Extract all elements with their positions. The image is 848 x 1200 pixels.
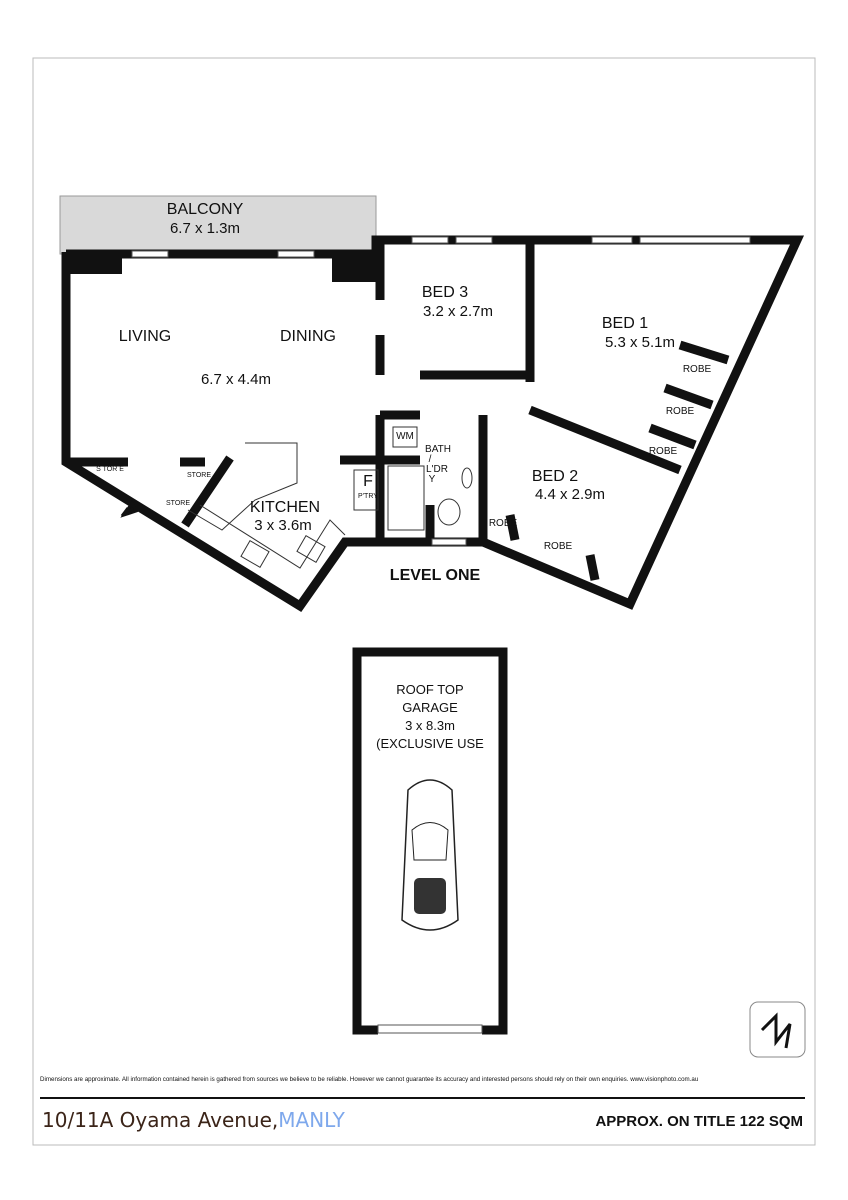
garage-label: ROOF TOP <box>396 682 463 697</box>
store-label: STORE <box>166 500 190 507</box>
page-frame <box>32 57 816 1146</box>
entry-arrow-icon <box>120 500 139 518</box>
robe-label: ROBE <box>666 406 695 417</box>
address: 10/11A Oyama Avenue,MANLY <box>42 1108 345 1132</box>
store-label: STORE <box>187 472 211 479</box>
footer-divider <box>40 1097 805 1099</box>
store-label: S TOR E <box>96 466 124 473</box>
garage-dims: 3 x 8.3m <box>405 718 455 733</box>
robe-label: ROBE <box>649 446 678 457</box>
suburb: MANLY <box>278 1108 345 1132</box>
balcony: BALCONY 6.7 x 1.3m <box>59 195 377 255</box>
bed3-dims: 3.2 x 2.7m <box>423 303 493 320</box>
bath-label: L'DR <box>426 464 448 475</box>
robe-label: ROBE <box>683 364 712 375</box>
pantry-label: P'TRY <box>358 493 378 500</box>
walls <box>61 235 805 613</box>
dining-label: DINING <box>280 328 336 345</box>
kitchen-label: KITCHEN <box>250 499 320 516</box>
street-address: 10/11A Oyama Avenue, <box>42 1108 279 1132</box>
kitchen-dims: 3 x 3.6m <box>254 517 312 534</box>
washing-machine-label: WM <box>396 431 414 442</box>
bath-label: Y <box>429 474 436 485</box>
level-label: LEVEL ONE <box>390 567 481 584</box>
kitchen-fixtures <box>187 426 473 569</box>
robe-label: ROBE <box>489 518 518 529</box>
disclaimer: Dimensions are approximate. All informat… <box>40 1076 699 1083</box>
bed3-label: BED 3 <box>422 284 468 301</box>
living-dims: 6.7 x 4.4m <box>201 371 271 388</box>
balcony-dims: 6.7 x 1.3m <box>170 220 240 237</box>
garage: ROOF TOP GARAGE 3 x 8.3m (EXCLUSIVE USE <box>352 647 508 1035</box>
car-icon <box>401 779 459 931</box>
area-label: APPROX. ON TITLE 122 SQM <box>595 1113 803 1130</box>
garage-label: (EXCLUSIVE USE <box>376 736 484 751</box>
bath-label: BATH <box>425 444 451 455</box>
garage-label: GARAGE <box>402 700 458 715</box>
bed1-dims: 5.3 x 5.1m <box>605 334 675 351</box>
balcony-label: BALCONY <box>167 201 244 218</box>
bath-label: / <box>429 454 432 465</box>
fridge-label: F <box>363 473 373 490</box>
windows <box>131 236 751 546</box>
bed1-label: BED 1 <box>602 315 648 332</box>
bed2-label: BED 2 <box>532 468 578 485</box>
north-arrow-icon <box>749 1001 806 1058</box>
living-label: LIVING <box>119 328 171 345</box>
robe-label: ROBE <box>544 541 573 552</box>
bed2-dims: 4.4 x 2.9m <box>535 486 605 503</box>
